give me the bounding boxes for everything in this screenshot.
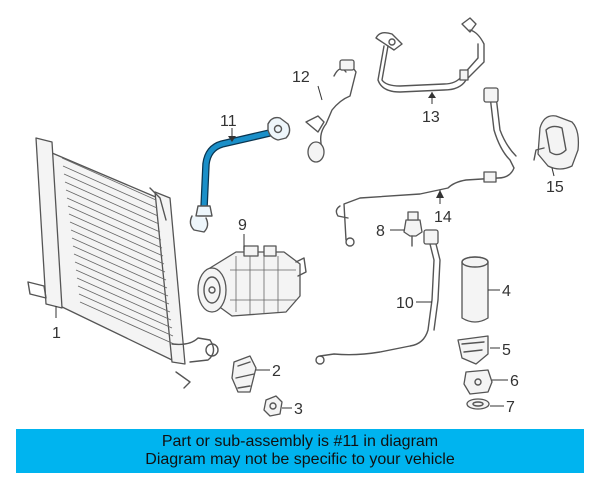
callout-5: 5 <box>502 342 511 359</box>
callout-7: 7 <box>506 399 515 416</box>
part-10-discharge-line <box>315 229 441 365</box>
part-8-switch <box>390 211 423 247</box>
banner-line-disclaimer: Diagram may not be specific to your vehi… <box>145 451 455 468</box>
part-12-pressure-line <box>305 59 357 163</box>
callout-11: 11 <box>220 113 237 130</box>
info-banner: Part or sub-assembly is #11 in diagram D… <box>16 429 584 473</box>
part-5-clamp <box>457 335 500 365</box>
part-3-fitting <box>263 395 292 417</box>
part-9-compressor <box>197 234 307 317</box>
part-2-bracket <box>231 355 270 393</box>
callout-15: 15 <box>546 179 564 196</box>
parts-diagram: 1 2 3 4 5 6 7 8 9 10 11 12 13 14 15 <box>27 17 580 418</box>
callout-1: 1 <box>52 325 61 342</box>
callout-12: 12 <box>292 69 310 86</box>
callout-13: 13 <box>422 109 440 126</box>
callout-3: 3 <box>294 401 303 418</box>
part-15-accumulator <box>533 115 580 177</box>
part-6-bracket <box>463 369 508 395</box>
part-11-ac-hose <box>189 116 291 233</box>
callout-8: 8 <box>376 223 385 240</box>
part-13-suction-line <box>375 17 485 104</box>
callout-4: 4 <box>502 283 511 300</box>
banner-line-part: Part or sub-assembly is #11 in diagram <box>161 433 439 450</box>
callout-10: 10 <box>396 295 414 312</box>
part-7-seal <box>466 398 504 410</box>
part-14-liquid-line <box>335 87 517 247</box>
callout-2: 2 <box>272 363 281 380</box>
callout-9: 9 <box>238 217 247 234</box>
callout-6: 6 <box>510 373 519 390</box>
part-4-receiver-drier <box>461 256 500 323</box>
part-1-condenser <box>27 137 219 389</box>
callout-14: 14 <box>434 209 452 226</box>
